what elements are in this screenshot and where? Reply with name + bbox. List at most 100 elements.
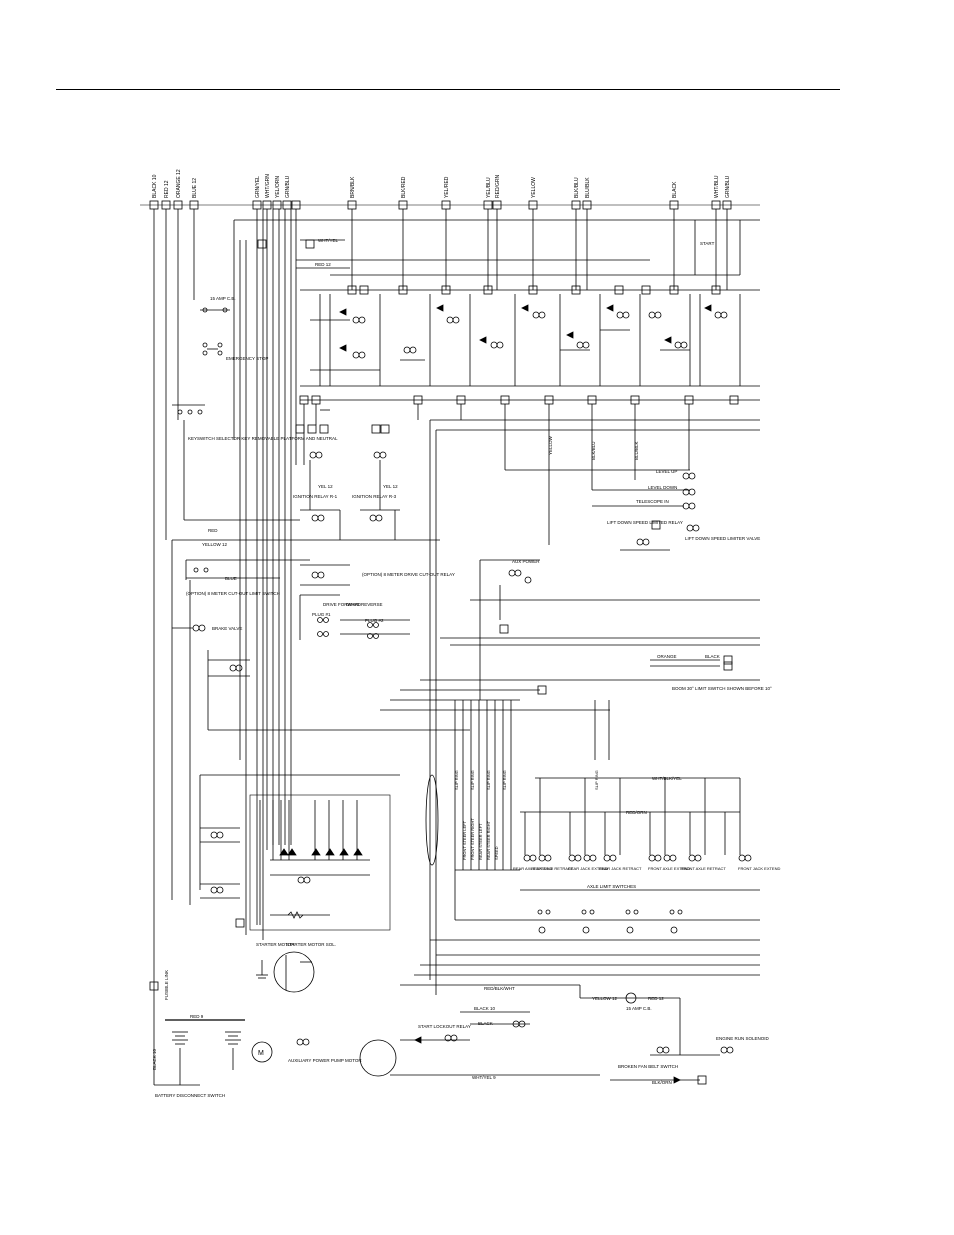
label-red-9: RED 9 bbox=[190, 1014, 204, 1019]
label-telescope-in: TELESCOPE IN bbox=[636, 499, 669, 504]
wire-label-7: GRN/BLU bbox=[285, 175, 291, 198]
relay-diodes bbox=[339, 304, 712, 352]
slip-ring-section: SLIP RING SLIP RING SLIP RING SLIP RING … bbox=[425, 700, 610, 871]
label-yel-12-a: YEL 12 bbox=[318, 484, 333, 489]
motor-m-glyph: M bbox=[258, 1050, 264, 1057]
label-blk-orn: BLK/ORN bbox=[652, 1080, 672, 1085]
label-black-12: BLACK 10 bbox=[474, 1006, 496, 1011]
label-front-axle-extend: FRONT AXLE EXTEND bbox=[648, 866, 690, 871]
label-level-up: LEVEL UP bbox=[656, 469, 677, 474]
left-bus-wires bbox=[153, 209, 470, 1085]
label-black-10: BLACK 10 bbox=[152, 1048, 157, 1070]
label-orange: ORANGE bbox=[657, 654, 677, 659]
label-wht-yel-top: WHT/YEL bbox=[318, 238, 338, 243]
label-aux-power: AUX POWER bbox=[512, 559, 540, 564]
lower-wires: RED/BLK/WHT YELLOW 12 RED 12 15 AMP C.B.… bbox=[390, 984, 770, 1085]
starter-motor: STARTER MOTOR STARTER MOTOR SOL. bbox=[256, 942, 336, 993]
label-engine-run: ENGINE RUN SOLENOID bbox=[716, 1036, 770, 1041]
label-rear-steer-right: REAR STEER RIGHT bbox=[486, 820, 491, 860]
label-slip-ring-3: SLIP RING bbox=[486, 770, 491, 790]
label-front-axle-retract: FRONT AXLE RETRACT bbox=[681, 866, 726, 871]
connector-box bbox=[305, 239, 315, 249]
label-slip-ring-2: SLIP RING bbox=[470, 770, 475, 790]
ignition-relays: IGNITION RELAY R-1 IGNITION RELAY R-3 YE… bbox=[293, 424, 400, 540]
label-yellow-12: YELLOW 12 bbox=[202, 542, 228, 547]
label-rear-jack-extend: REAR JACK EXTEND bbox=[568, 866, 608, 871]
wire-label-0: BLACK 10 bbox=[152, 174, 158, 198]
wire-label-17: WHT/BLU bbox=[714, 175, 720, 198]
label-lift-down-relay: LIFT DOWN SPEED LIMITED RELAY bbox=[607, 520, 683, 525]
label-blue: BLUE bbox=[225, 576, 237, 581]
right-harness: ORANGE BLACK BOOM 30° LIMIT SWITCH SHOWN… bbox=[380, 599, 772, 711]
label-fusible-link: FUSIBLE LINK bbox=[164, 970, 169, 1000]
upper-harness: WHT/YEL RED 12 START bbox=[234, 209, 760, 401]
key-switch: KEYSWITCH SELECTOR KEY REMOVABLE PLATFOR… bbox=[172, 404, 338, 441]
wire-label-14: BLK/BLU bbox=[574, 177, 580, 198]
label-start: START bbox=[700, 241, 715, 246]
label-drive-cutout-relay: (OPTION) 8 METER DRIVE CUT-OUT RELAY bbox=[362, 572, 455, 577]
label-drive-reverse: DRIVE REVERSE bbox=[346, 602, 383, 607]
label-front-steer-right: FRONT STEER RIGHT bbox=[470, 818, 475, 860]
label-front-steer-left: FRONT STEER LEFT bbox=[462, 820, 467, 860]
label-15amp: 15 AMP C.B. bbox=[210, 296, 236, 301]
lift-down-relay: LIFT DOWN SPEED LIMITED RELAY LIFT DOWN … bbox=[607, 520, 760, 551]
header-rule bbox=[56, 89, 840, 90]
label-slip-ring-4: SLIP RING bbox=[502, 770, 507, 790]
label-cutout-switch: (OPTION) 8 METER CUT-OUT LIMIT SWITCH bbox=[186, 591, 280, 596]
label-slip-ring-5: SLIP RING bbox=[594, 770, 599, 790]
terminal-group-mid bbox=[252, 200, 732, 210]
label-slip-ring-1: SLIP RING bbox=[454, 770, 459, 790]
wire-label-18: GRN/BLU bbox=[725, 175, 731, 198]
wire-label-10: YEL/RED bbox=[444, 176, 450, 198]
drive-cutout-relay: (OPTION) 8 METER DRIVE CUT-OUT RELAY bbox=[299, 564, 455, 640]
label-boom-limit: BOOM 30° LIMIT SWITCH SHOWN BEFORE 10° bbox=[672, 686, 772, 691]
label-starter-motor-sol: STARTER MOTOR SOL. bbox=[286, 942, 336, 947]
label-rear-jack-retract: REAR JACK RETRACT bbox=[599, 866, 642, 871]
relay-coils bbox=[352, 311, 728, 359]
label-plug-1: PLUG #1 bbox=[312, 612, 331, 617]
label-blk-blu-mid: BLK/BLU bbox=[591, 441, 596, 460]
label-red-12-b: RED 12 bbox=[648, 996, 664, 1001]
label-rear-axle-retract: REAR AXLE RETRACT bbox=[531, 866, 574, 871]
wire-label-1: RED 12 bbox=[164, 180, 170, 198]
wire-label-12: RED/GRN bbox=[495, 175, 501, 198]
relay-bank bbox=[310, 285, 741, 386]
label-rear-axle-extend: REAR AXLE EXTEND bbox=[513, 866, 553, 871]
label-ignition-relay-1: IGNITION RELAY R-1 bbox=[293, 494, 338, 499]
wire-label-8: BRN/BLK bbox=[350, 176, 356, 198]
label-level-down: LEVEL DOWN bbox=[648, 485, 677, 490]
label-red-12-top: RED 12 bbox=[315, 262, 331, 267]
cutout-limit-switch: (OPTION) 8 METER CUT-OUT LIMIT SWITCH bbox=[186, 567, 280, 596]
label-black-relay: BLACK bbox=[478, 1021, 493, 1026]
label-wht-yel-9: WHT/YEL 9 bbox=[472, 1075, 496, 1080]
start-lockout-relay: START LOCKOUT RELAY BLACK BLACK 10 bbox=[359, 1006, 530, 1077]
label-start-lockout: START LOCKOUT RELAY bbox=[418, 1024, 471, 1029]
label-yel-12-b: YEL 12 bbox=[383, 484, 398, 489]
label-front-jack-extend: FRONT JACK EXTEND bbox=[738, 866, 780, 871]
mid-terminal-row: YELLOW BLK/BLU BLU/BLK bbox=[299, 395, 760, 995]
emergency-stop-switch: EMERGENCY STOP bbox=[202, 342, 268, 361]
circuit-breaker-15amp: 15 AMP C.B. bbox=[200, 296, 236, 313]
top-terminal-strip: BLACK 10 RED 12 ORANGE 12 BLUE 12 GRN/YE… bbox=[140, 169, 760, 210]
wire-label-9: BLK/RED bbox=[401, 176, 407, 198]
wire-label-4: GRN/YEL bbox=[255, 176, 261, 198]
brake-valve: BRAKE VALVE bbox=[172, 624, 242, 632]
label-broken-fan-belt: BROKEN FAN BELT SWITCH bbox=[618, 1064, 678, 1069]
level-valves: LEVEL UP LEVEL DOWN TELESCOPE IN bbox=[592, 469, 696, 510]
wire-label-16: BLACK bbox=[672, 181, 678, 198]
battery: RED 9 BLACK 10 FUSIBLE LINK BATTERY DISC… bbox=[149, 970, 245, 1098]
wire-label-15: BLU/BLK bbox=[585, 177, 591, 198]
auxiliary-pump-motor: M AUXILIARY POWER PUMP MOTOR bbox=[251, 1038, 362, 1063]
label-15amp-cb-b: 15 AMP C.B. bbox=[626, 1006, 652, 1011]
label-aux-pump-motor: AUXILIARY POWER PUMP MOTOR bbox=[288, 1058, 362, 1063]
label-yellow-mid: YELLOW bbox=[548, 435, 553, 455]
label-plug-2: PLUG #2 bbox=[365, 618, 384, 623]
wire-label-3: BLUE 12 bbox=[192, 178, 198, 198]
label-rear-steer-left: REAR STEER LEFT bbox=[478, 823, 483, 860]
label-blu-blk-mid: BLU/BLK bbox=[634, 441, 639, 460]
wire-label-11: YEL/BLU bbox=[486, 177, 492, 198]
aux-power-relay: AUX POWER bbox=[479, 559, 540, 700]
label-axle-limit-switches: AXLE LIMIT SWITCHES bbox=[587, 884, 636, 889]
